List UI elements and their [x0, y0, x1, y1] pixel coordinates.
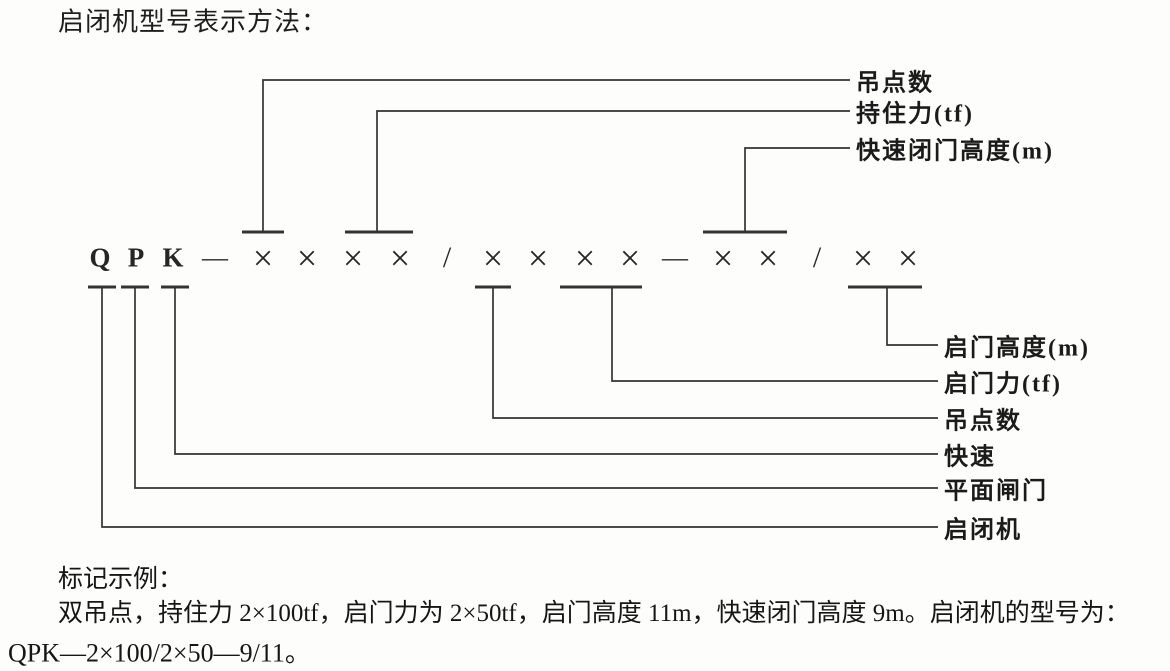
label-fast: 快速: [944, 444, 996, 471]
connector-lifting-points-top: [242, 79, 850, 234]
label-lifting-points-top: 吊点数: [856, 70, 934, 97]
connector-opening-height: [848, 285, 938, 346]
code-token-6: ×: [342, 238, 364, 278]
code-token-14: ×: [712, 238, 734, 278]
code-token-7: ×: [389, 238, 411, 278]
code-token-0: Q: [89, 242, 111, 273]
label-opening-height: 启门高度(m): [944, 335, 1090, 362]
label-hoist: 启闭机: [944, 517, 1022, 544]
code-token-18: ×: [897, 238, 919, 278]
label-lifting-points-bottom: 吊点数: [944, 408, 1022, 435]
connector-plane-gate: [121, 285, 938, 489]
connector-opening-force: [560, 285, 938, 382]
example-description: 双吊点，持住力 2×100tf，启门力为 2×50tf，启门高度 11m，快速闭…: [58, 600, 1130, 627]
connector-lifting-points-bottom: [475, 285, 938, 419]
label-holding-force: 持住力(tf): [856, 101, 974, 128]
code-token-8: /: [442, 241, 452, 274]
code-token-3: —: [202, 243, 228, 272]
code-token-15: ×: [757, 238, 779, 278]
example-heading: 标记示例：: [58, 566, 184, 593]
code-token-9: ×: [482, 238, 504, 278]
code-token-13: —: [662, 243, 688, 272]
code-token-16: /: [812, 241, 822, 274]
connector-fast-closing-height: [703, 147, 850, 234]
code-token-10: ×: [527, 238, 549, 278]
code-token-1: P: [127, 242, 145, 273]
code-token-12: ×: [619, 238, 641, 278]
example-model-number: QPK—2×100/2×50—9/11。: [8, 638, 311, 668]
code-token-2: K: [162, 242, 184, 273]
label-opening-force: 启门力(tf): [944, 371, 1062, 398]
label-plane-gate: 平面闸门: [944, 478, 1048, 505]
code-token-5: ×: [296, 238, 318, 278]
code-token-4: ×: [252, 238, 274, 278]
code-token-11: ×: [574, 238, 596, 278]
connector-holding-force: [345, 110, 850, 234]
label-fast-closing-height: 快速闭门高度(m): [856, 138, 1054, 165]
connector-fast: [161, 285, 938, 455]
connector-hoist: [88, 285, 938, 528]
page-title: 启闭机型号表示方法：: [58, 7, 329, 37]
code-token-17: ×: [852, 238, 874, 278]
